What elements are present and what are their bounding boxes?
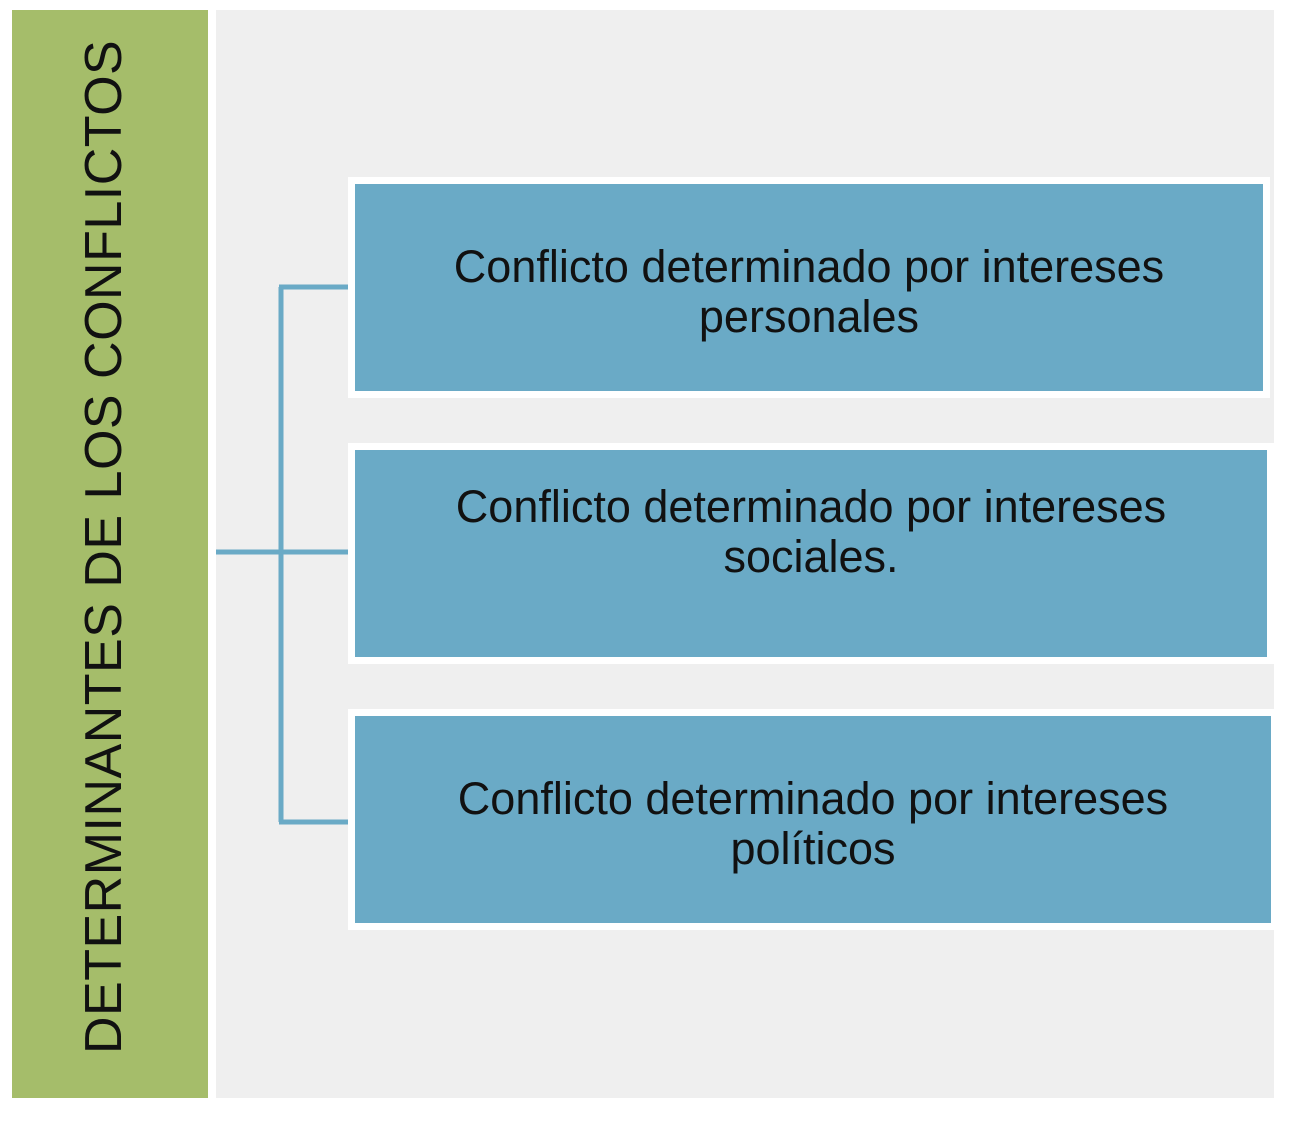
child-node-label: Conflicto determinado por intereses polí… bbox=[458, 716, 1168, 874]
child-node-social: Conflicto determinado por intereses soci… bbox=[348, 443, 1274, 664]
child-node-label-line: Conflicto determinado por intereses bbox=[455, 481, 1167, 532]
child-node-label-line: sociales. bbox=[723, 531, 899, 582]
child-node-political: Conflicto determinado por intereses polí… bbox=[348, 709, 1278, 930]
child-node-personal: Conflicto determinado por intereses pers… bbox=[348, 177, 1270, 398]
child-node-label: Conflicto determinado por intereses pers… bbox=[454, 184, 1164, 342]
child-node-label-line: Conflicto determinado por intereses bbox=[453, 241, 1165, 292]
root-node bbox=[12, 10, 208, 1098]
child-node-label: Conflicto determinado por intereses soci… bbox=[456, 450, 1166, 582]
child-node-label-line: políticos bbox=[730, 823, 896, 874]
child-node-label-line: personales bbox=[698, 291, 920, 342]
child-node-label-line: Conflicto determinado por intereses bbox=[457, 773, 1169, 824]
